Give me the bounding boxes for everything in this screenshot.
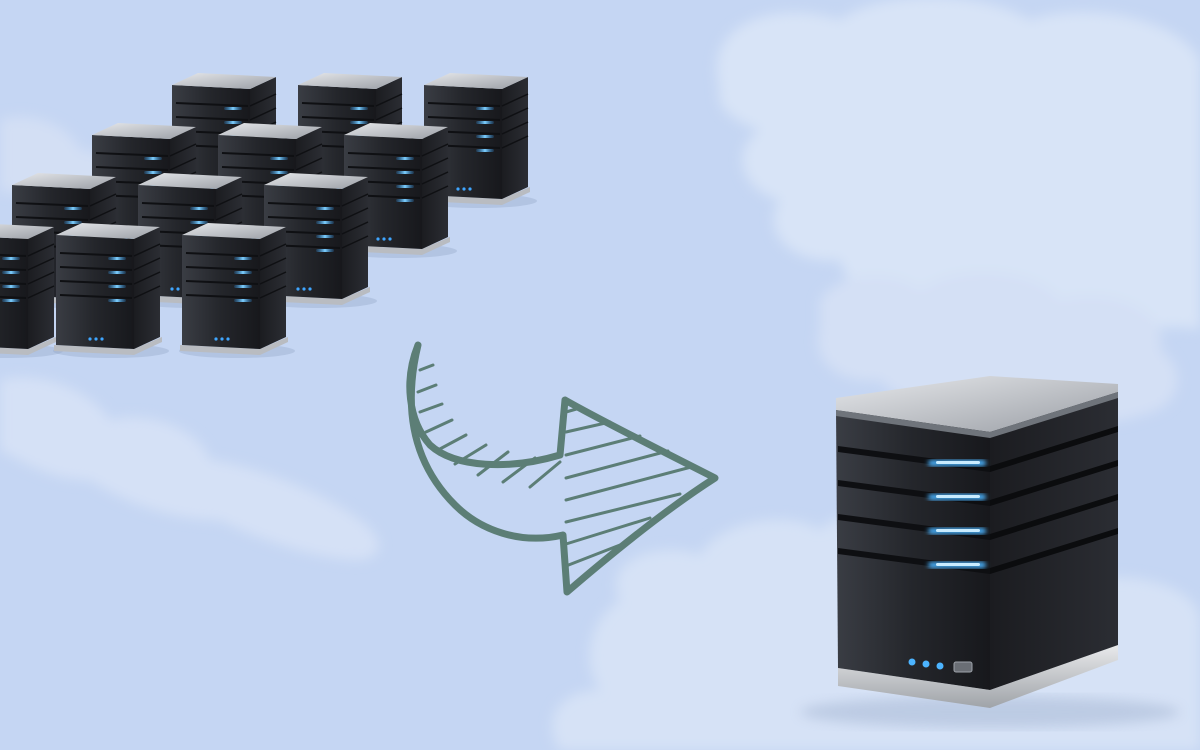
drive-led — [476, 135, 494, 138]
status-led — [170, 287, 174, 291]
main-server-front — [836, 410, 990, 690]
status-led — [214, 337, 218, 341]
drive-led — [234, 257, 252, 260]
cluster-server — [179, 223, 295, 358]
status-led — [922, 660, 930, 668]
main-server-top — [836, 376, 1118, 432]
drive-led — [316, 249, 334, 252]
status-led — [468, 187, 472, 191]
drive-led — [234, 271, 252, 274]
status-led — [176, 287, 180, 291]
drive-led — [144, 157, 162, 160]
power-switch — [953, 661, 973, 673]
drive-led — [64, 207, 82, 210]
status-led — [226, 337, 230, 341]
drive-led — [476, 121, 494, 124]
main-server-shadow — [800, 696, 1180, 728]
status-led — [908, 658, 916, 666]
drive-led — [234, 285, 252, 288]
status-led — [388, 237, 392, 241]
drive-led — [108, 257, 126, 260]
drive-led — [190, 207, 208, 210]
cluster-server — [421, 73, 537, 208]
status-led — [220, 337, 224, 341]
status-led — [302, 287, 306, 291]
drive-led — [2, 257, 20, 260]
drive-led — [316, 207, 334, 210]
drive-led — [350, 107, 368, 110]
drive-led — [316, 221, 334, 224]
status-led — [308, 287, 312, 291]
arrow-hatching — [416, 363, 697, 568]
main-server-base — [838, 645, 1118, 708]
status-led — [376, 237, 380, 241]
drive-led — [350, 121, 368, 124]
drive-led — [936, 563, 980, 566]
drive-led — [936, 495, 980, 498]
cluster-server — [53, 223, 169, 358]
main-server-drive-bays — [838, 426, 1118, 574]
status-led — [382, 237, 386, 241]
drive-led — [224, 121, 242, 124]
main-server-top-edge — [836, 392, 1118, 438]
drive-led — [2, 299, 20, 302]
status-led — [100, 337, 104, 341]
drive-led — [476, 107, 494, 110]
drive-led — [476, 149, 494, 152]
status-led — [936, 662, 944, 670]
cluster-server — [0, 224, 63, 358]
cloud-left-wisp — [0, 377, 379, 560]
server-cluster — [0, 73, 537, 358]
cluster-server — [261, 173, 377, 308]
status-led — [94, 337, 98, 341]
drive-led — [64, 221, 82, 224]
status-led — [462, 187, 466, 191]
drive-led — [108, 285, 126, 288]
drive-led — [316, 235, 334, 238]
drive-led — [270, 157, 288, 160]
drive-led — [234, 299, 252, 302]
drive-led — [396, 171, 414, 174]
status-led — [456, 187, 460, 191]
status-led — [296, 287, 300, 291]
cloud-right-large — [717, 0, 1200, 333]
drive-led — [108, 299, 126, 302]
drive-led — [190, 221, 208, 224]
drive-led — [270, 171, 288, 174]
drive-led — [108, 271, 126, 274]
main-server — [800, 376, 1180, 728]
drive-led — [224, 107, 242, 110]
drive-led — [2, 271, 20, 274]
consolidation-arrow — [406, 341, 719, 596]
drive-led — [396, 185, 414, 188]
drive-led — [144, 171, 162, 174]
main-server-side — [990, 390, 1118, 690]
drive-led — [936, 529, 980, 532]
main-server-status-panel — [908, 658, 973, 673]
drive-led — [936, 461, 980, 464]
drive-led — [2, 285, 20, 288]
status-led — [88, 337, 92, 341]
drive-led — [396, 157, 414, 160]
drive-led — [396, 199, 414, 202]
